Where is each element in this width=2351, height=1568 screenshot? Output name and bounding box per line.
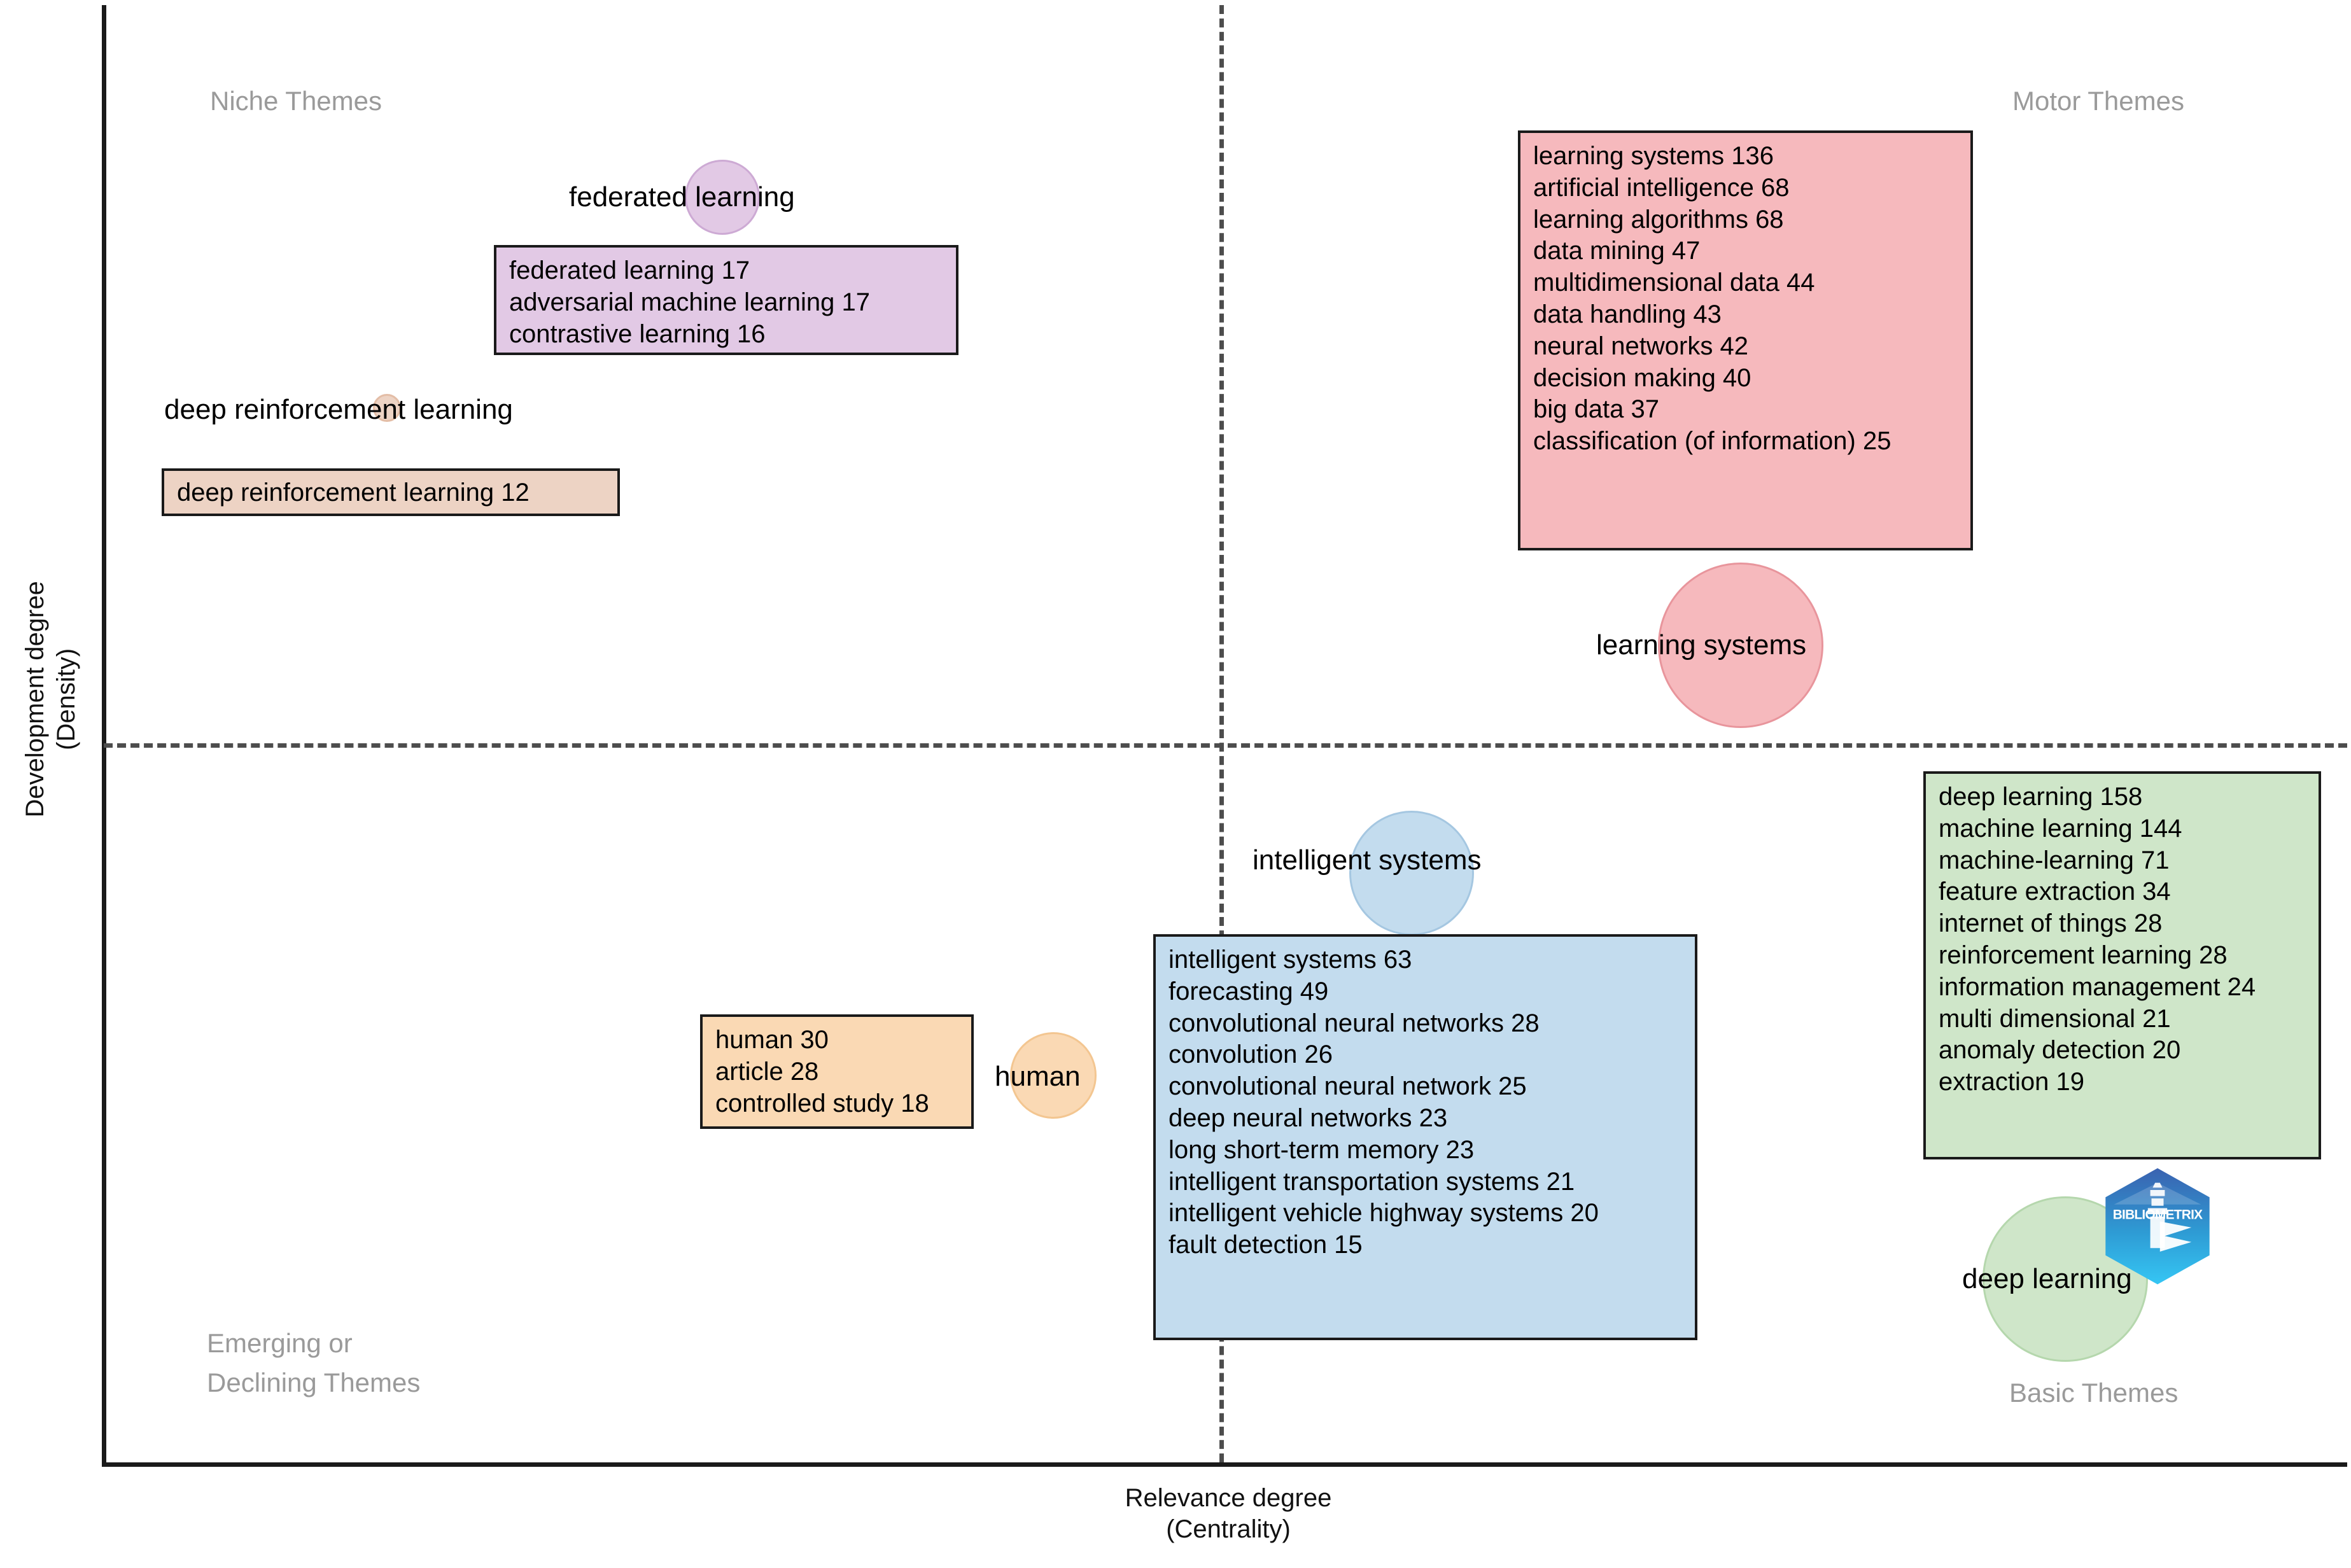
bubble-label-federated-learning: federated learning [569, 181, 795, 213]
bubble-human[interactable] [1010, 1032, 1097, 1119]
quadrant-label-niche-themes: Niche Themes [210, 86, 382, 116]
bubble-label-deep-reinforcement-learning: deep reinforcement learning [164, 394, 513, 425]
cluster-term: convolutional neural network 25 [1168, 1072, 1527, 1101]
cluster-term: artificial intelligence 68 [1533, 173, 1790, 202]
bars-shape [2159, 1221, 2192, 1252]
quadrant-label-motor-themes: Motor Themes [2012, 86, 2184, 116]
cluster-term: controlled study 18 [715, 1089, 929, 1117]
cluster-term: information management 24 [1939, 972, 2256, 1001]
x-axis-line [102, 1462, 2347, 1467]
bibliometrix-logo: BIBLIOMETRIX [2094, 1166, 2221, 1287]
cluster-term: classification (of information) 25 [1533, 427, 1891, 456]
cluster-box-federated-learning[interactable]: federated learning 17 adversarial machin… [494, 245, 958, 355]
cluster-term: article 28 [715, 1057, 819, 1086]
logo-wordmark: BIBLIOMETRIX [2113, 1208, 2203, 1222]
cluster-box-learning-systems[interactable]: learning systems 136 artificial intellig… [1518, 130, 1973, 550]
cluster-term: federated learning 17 [509, 256, 750, 284]
y-axis-title: Development degree (Density) [21, 581, 80, 818]
cluster-term: data mining 47 [1533, 237, 1701, 265]
cluster-term: decision making 40 [1533, 363, 1751, 392]
cluster-term: intelligent transportation systems 21 [1168, 1167, 1575, 1196]
cluster-term: deep reinforcement learning 12 [177, 479, 530, 507]
cluster-term: learning algorithms 68 [1533, 205, 1784, 234]
bubble-intelligent-systems[interactable] [1349, 811, 1474, 935]
cluster-term: big data 37 [1533, 395, 1659, 424]
cluster-term: intelligent systems 63 [1168, 946, 1412, 974]
cluster-term: forecasting 49 [1168, 977, 1329, 1005]
cluster-term: internet of things 28 [1939, 909, 2163, 938]
cluster-box-deep-learning[interactable]: deep learning 158 machine learning 144 m… [1923, 771, 2321, 1159]
y-axis-line [102, 5, 106, 1466]
cluster-term: intelligent vehicle highway systems 20 [1168, 1199, 1599, 1228]
cluster-term: convolution 26 [1168, 1040, 1333, 1069]
cluster-term: machine learning 144 [1939, 814, 2182, 843]
cluster-term: extraction 19 [1939, 1068, 2085, 1096]
cluster-box-human[interactable]: human 30 article 28 controlled study 18 [700, 1014, 974, 1129]
cluster-term: machine-learning 71 [1939, 846, 2170, 874]
cluster-box-intelligent-systems[interactable]: intelligent systems 63 forecasting 49 co… [1153, 934, 1697, 1340]
cluster-term: fault detection 15 [1168, 1231, 1363, 1259]
cluster-term: human 30 [715, 1026, 829, 1054]
bubble-label-intelligent-systems: intelligent systems [1253, 844, 1482, 876]
bubble-label-human: human [995, 1061, 1081, 1092]
cluster-term: reinforcement learning 28 [1939, 941, 2228, 969]
x-axis-title: Relevance degree (Centrality) [1125, 1484, 1332, 1543]
cluster-term: contrastive learning 16 [509, 319, 766, 348]
cluster-term: multi dimensional 21 [1939, 1004, 2171, 1033]
cluster-term: anomaly detection 20 [1939, 1036, 2181, 1065]
cluster-term: data handling 43 [1533, 300, 1722, 328]
cluster-term: multidimensional data 44 [1533, 269, 1815, 297]
cluster-term: learning systems 136 [1533, 142, 1774, 170]
bubble-learning-systems[interactable] [1658, 563, 1823, 728]
bubble-label-learning-systems: learning systems [1596, 629, 1807, 661]
horizontal-quadrant-divider [104, 743, 2347, 748]
quadrant-label-emerging-declining-themes: Emerging or Declining Themes [207, 1328, 421, 1398]
cluster-term: convolutional neural networks 28 [1168, 1009, 1540, 1037]
bubble-label-deep-learning: deep learning [1962, 1263, 2132, 1294]
cluster-term: feature extraction 34 [1939, 878, 2171, 906]
cluster-term: deep neural networks 23 [1168, 1103, 1448, 1132]
cluster-term: adversarial machine learning 17 [509, 288, 870, 316]
quadrant-label-basic-themes: Basic Themes [2009, 1378, 2179, 1408]
bubble-deep-reinforcement-learning[interactable] [373, 394, 401, 422]
cluster-term: neural networks 42 [1533, 332, 1748, 360]
bubble-federated-learning[interactable] [685, 160, 760, 235]
cluster-term: deep learning 158 [1939, 783, 2143, 811]
cluster-term: long short-term memory 23 [1168, 1135, 1475, 1164]
cluster-box-deep-reinforcement-learning[interactable]: deep reinforcement learning 12 [162, 468, 620, 516]
